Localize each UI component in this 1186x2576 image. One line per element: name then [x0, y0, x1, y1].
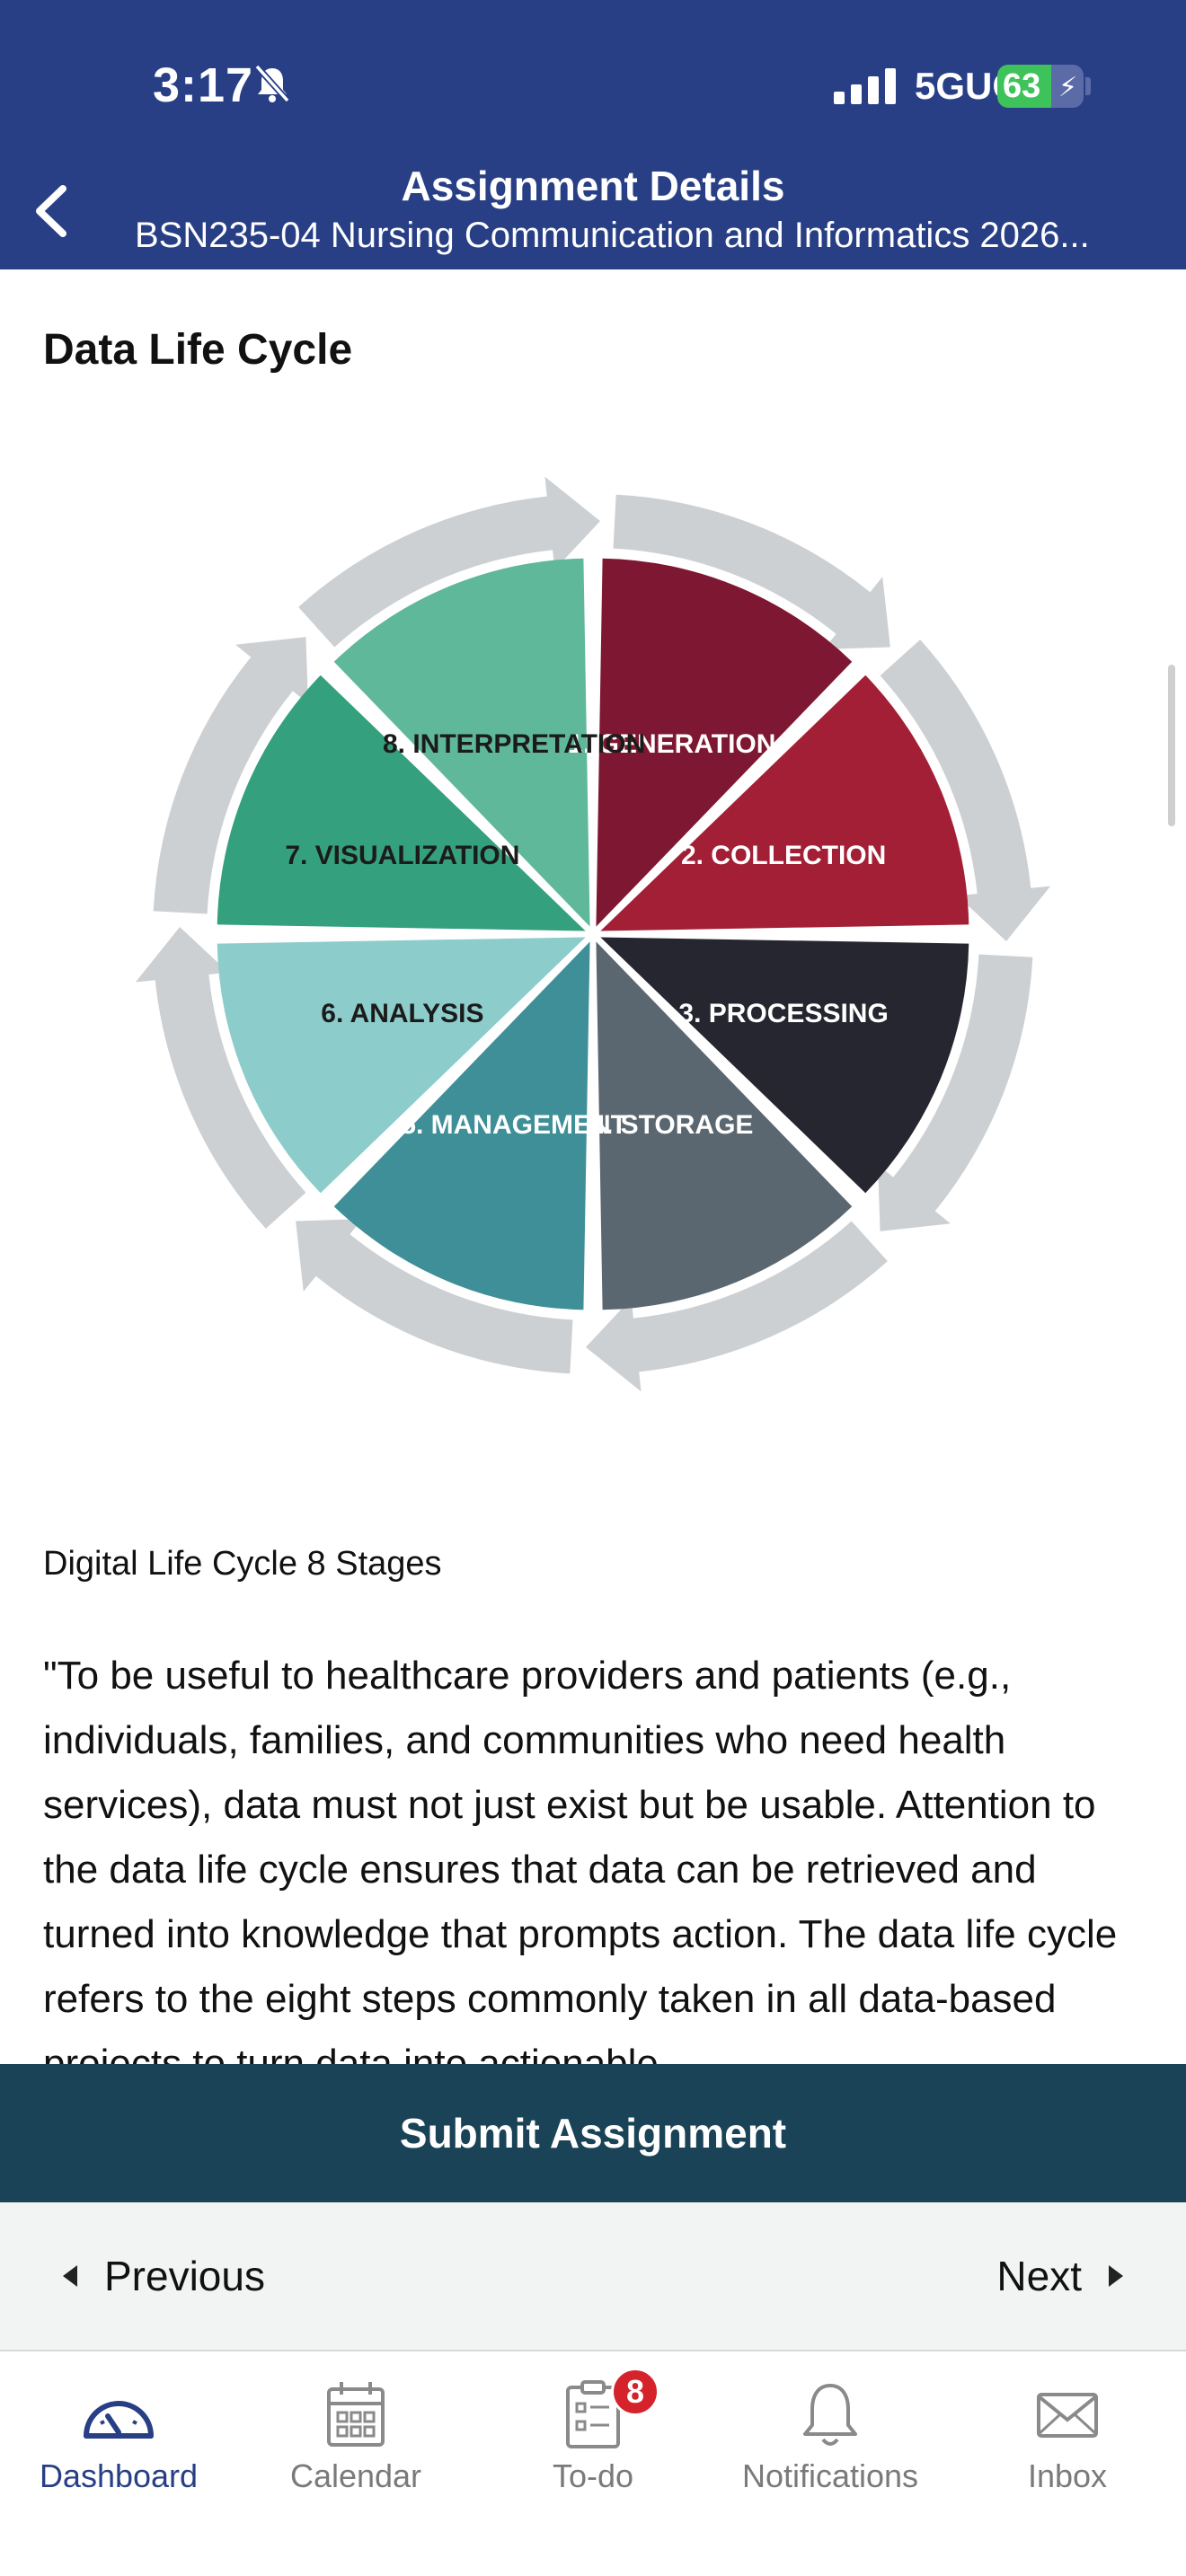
tab-label-dashboard: Dashboard: [39, 2457, 199, 2494]
previous-button[interactable]: Previous: [63, 2247, 265, 2305]
mail-icon: [1037, 2393, 1098, 2438]
cycle-arrow-4: [585, 1221, 888, 1392]
back-chevron-icon[interactable]: [25, 180, 79, 243]
stage-label-1: 1. GENERATION: [568, 729, 775, 759]
next-label: Next: [996, 2253, 1082, 2299]
cycle-arrow-3: [878, 954, 1033, 1231]
charging-bolt-icon: ⚡: [1058, 73, 1078, 102]
dashboard-icon: [84, 2401, 154, 2439]
battery-indicator: 63 ⚡: [997, 65, 1084, 108]
tab-notifications[interactable]: Notifications: [712, 2351, 949, 2513]
battery-percent: 63: [1003, 67, 1041, 105]
cycle-arrow-7: [153, 637, 308, 914]
stage-wedge-8: [333, 558, 590, 927]
stage-label-6: 6. ANALYSIS: [321, 999, 483, 1028]
calendar-icon: [327, 2382, 385, 2447]
tab-todo[interactable]: 8 To-do: [474, 2351, 712, 2513]
pager-bar: Previous Next: [0, 2202, 1186, 2351]
cellular-signal-icon: [834, 68, 896, 104]
caret-left-icon: [63, 2265, 77, 2287]
data-life-cycle-diagram: 1. GENERATION 2. COLLECTION 3. PROCESSING 4…: [135, 476, 1051, 1392]
bell-muted-icon: [254, 64, 290, 103]
stage-wedge-5: [333, 941, 590, 1310]
app-header: 3:17 5GUC 63 ⚡ Assignment Details BSN235…: [0, 0, 1186, 269]
cycle-arrow-1: [613, 494, 890, 649]
stage-label-4: 4. STORAGE: [590, 1110, 753, 1140]
stage-wedge-3: [600, 937, 969, 1194]
next-button[interactable]: Next: [996, 2247, 1123, 2305]
tab-label-notifications: Notifications: [741, 2457, 919, 2494]
tab-dashboard[interactable]: Dashboard: [0, 2351, 237, 2513]
stage-label-3: 3. PROCESSING: [678, 999, 888, 1028]
stage-label-7: 7. VISUALIZATION: [285, 841, 519, 870]
stage-wedge-4: [596, 941, 853, 1310]
body-paragraph: "To be useful to healthcare providers an…: [43, 1654, 1118, 2064]
battery-fill: [997, 65, 1052, 108]
bell-icon: [803, 2384, 857, 2446]
cycle-arrow-8: [298, 476, 601, 648]
cycle-arrow-6: [135, 926, 306, 1229]
tab-label-todo: To-do: [552, 2457, 634, 2494]
course-subtitle: BSN235-04 Nursing Communication and Info…: [135, 216, 1090, 255]
todo-count-badge: 8: [611, 2368, 659, 2416]
tab-label-calendar: Calendar: [289, 2457, 422, 2494]
stage-wedge-6: [217, 937, 586, 1194]
previous-label: Previous: [104, 2253, 265, 2299]
page-title: Assignment Details: [401, 163, 785, 209]
tab-label-inbox: Inbox: [1027, 2457, 1108, 2494]
cycle-arrow-5: [296, 1219, 573, 1374]
stage-wedge-1: [596, 558, 853, 927]
assignment-content[interactable]: Data Life Cycle 1. GENERATION 2. COLLECTI…: [0, 269, 1186, 2064]
section-title: Data Life Cycle: [43, 326, 353, 374]
status-time: 3:17: [153, 58, 254, 112]
battery-tip: [1085, 77, 1091, 95]
stage-label-5: 5. MANAGEMENT: [401, 1110, 627, 1140]
scrollbar[interactable]: [1168, 665, 1175, 826]
submit-assignment-button[interactable]: Submit Assignment: [0, 2064, 1186, 2202]
diagram-caption: Digital Life Cycle 8 Stages: [43, 1545, 442, 1583]
todo-icon: [566, 2380, 620, 2448]
stage-wedge-7: [217, 675, 586, 931]
tab-inbox[interactable]: Inbox: [949, 2351, 1186, 2513]
cycle-arrow-2: [880, 640, 1051, 942]
stage-label-2: 2. COLLECTION: [681, 841, 886, 870]
stage-wedge-2: [600, 675, 969, 931]
stage-label-8: 8. INTERPRETATION: [383, 729, 645, 759]
bottom-tab-bar: Dashboard Calendar 8 To-do: [0, 2351, 1186, 2576]
tab-calendar[interactable]: Calendar: [237, 2351, 474, 2513]
caret-right-icon: [1109, 2265, 1123, 2287]
